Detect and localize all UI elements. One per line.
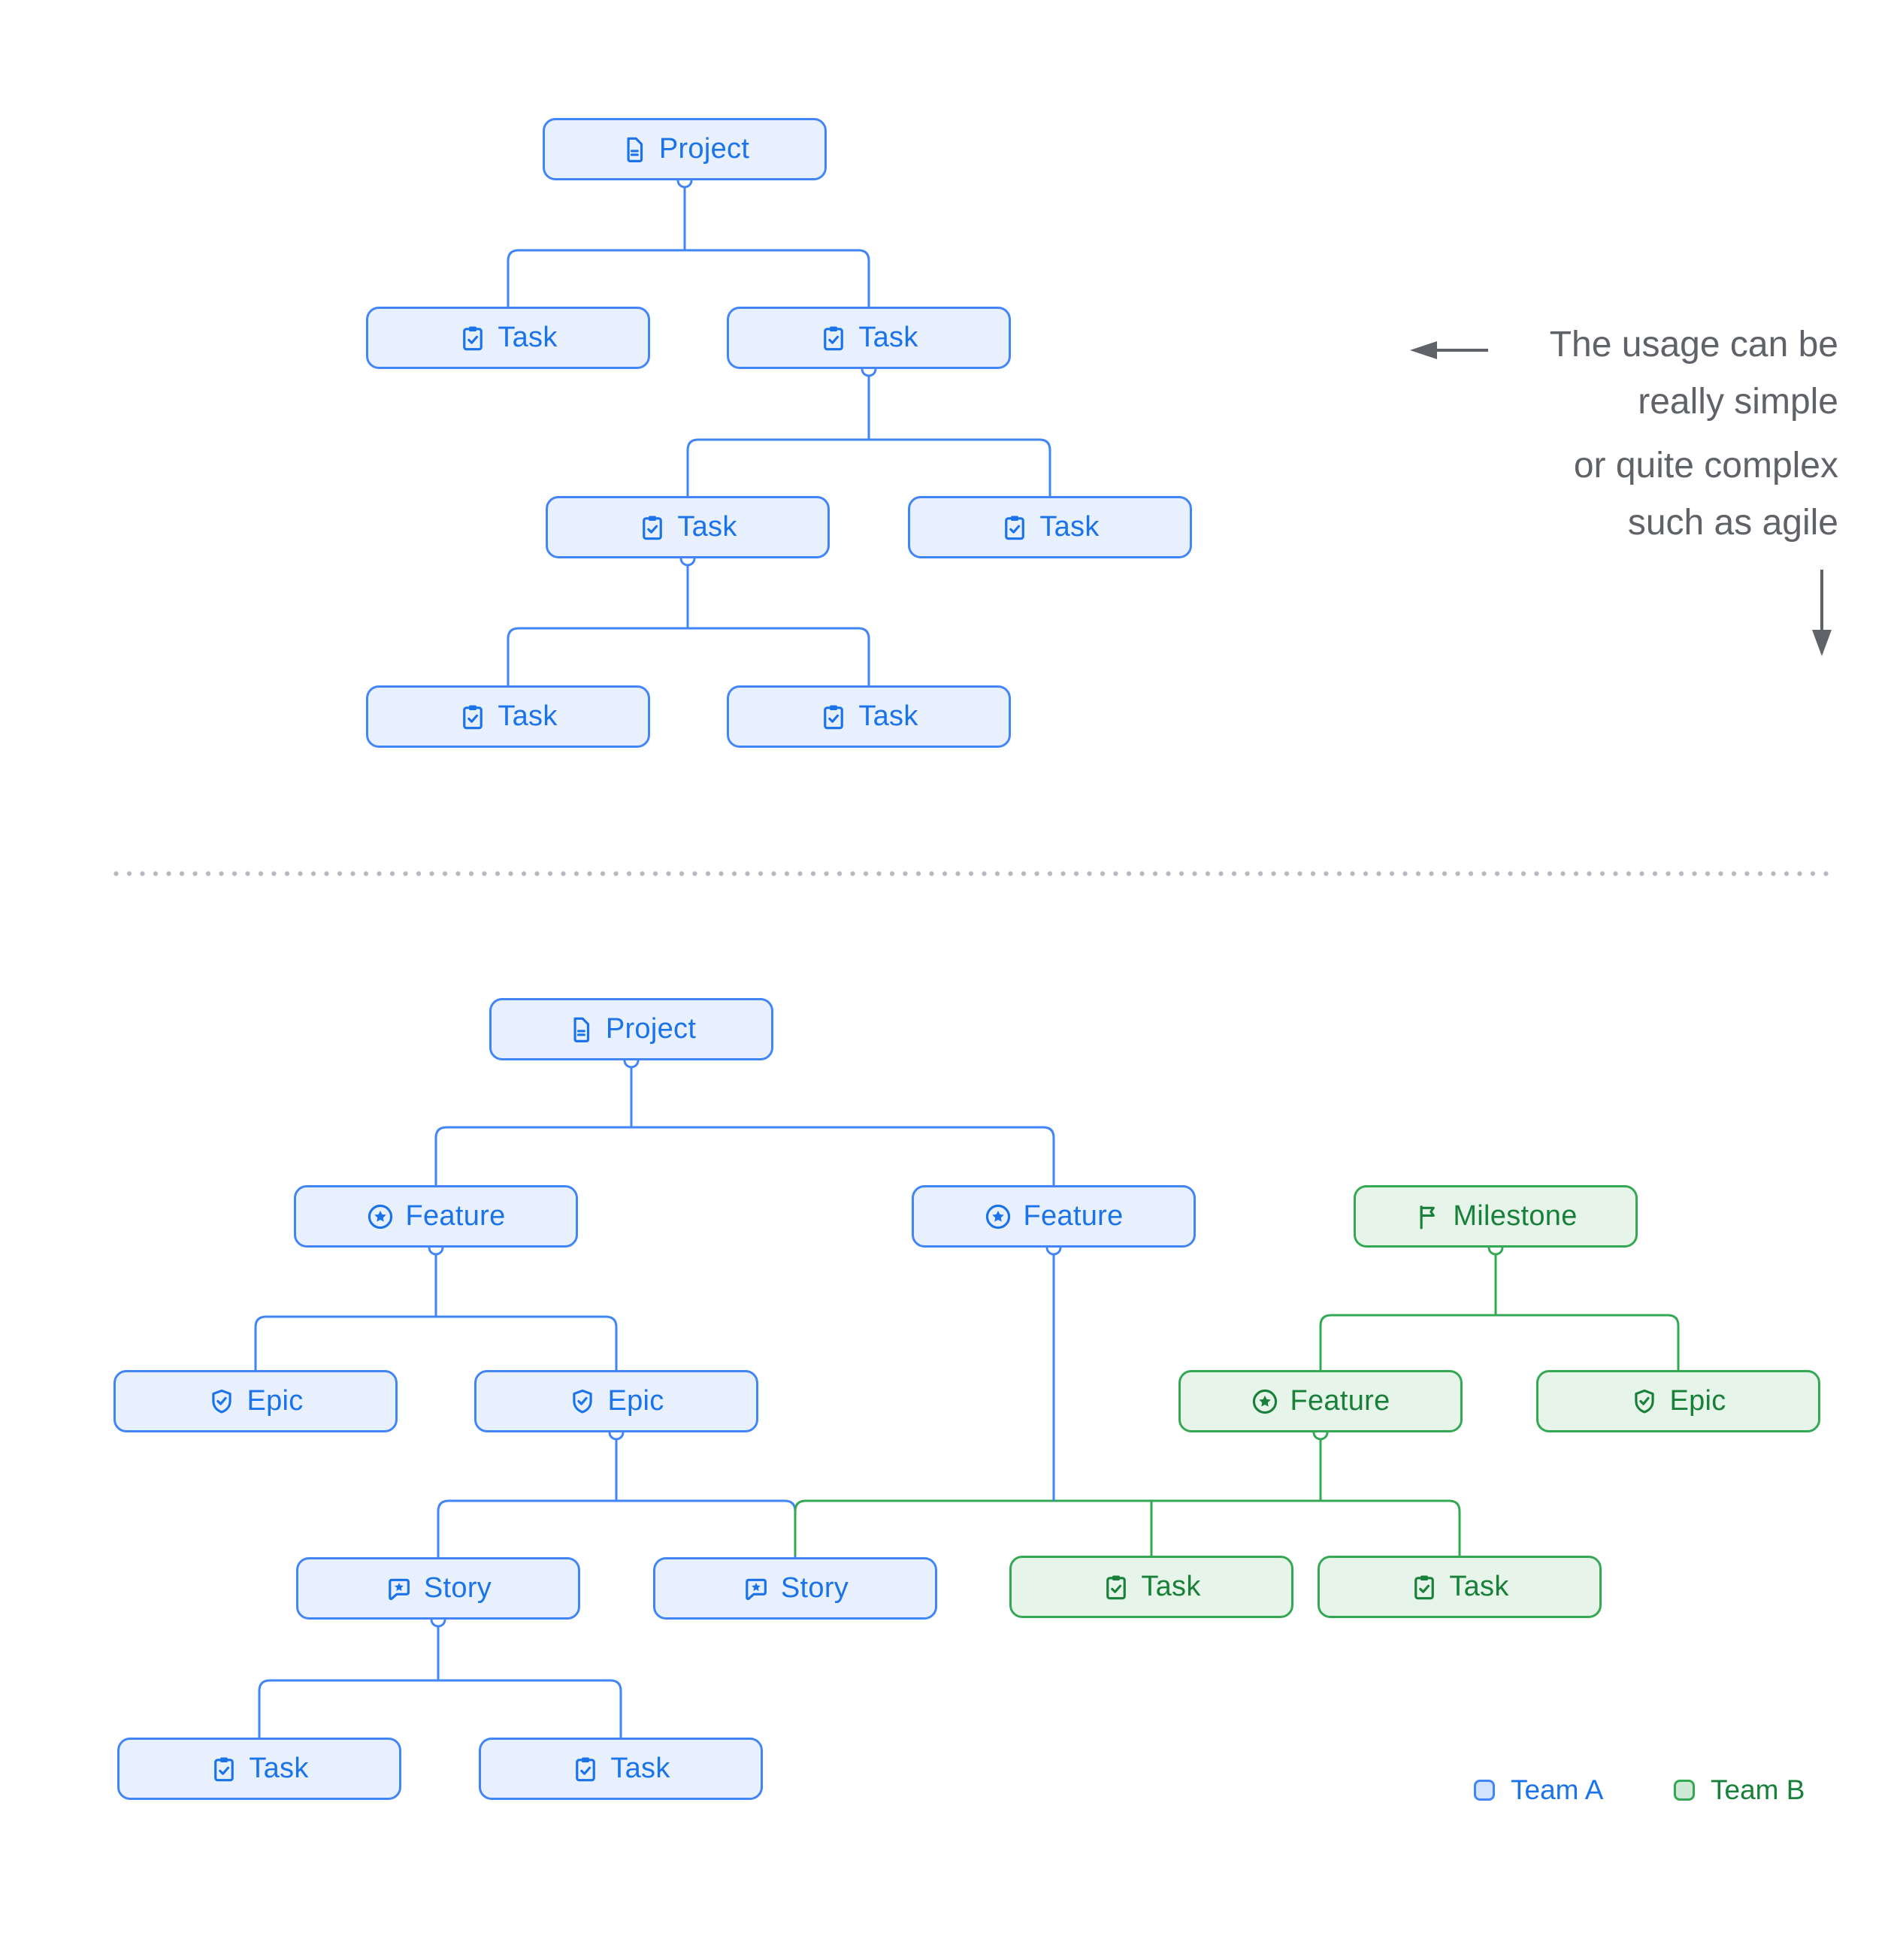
node-complex-agile-hierarchy-feature-2: Feature <box>912 1185 1196 1248</box>
clipboard-check-icon <box>1000 513 1029 542</box>
document-icon <box>567 1015 595 1044</box>
legend-label: Team A <box>1511 1774 1604 1805</box>
node-complex-agile-hierarchy-task-b2: Task <box>1318 1556 1602 1618</box>
node-label: Feature <box>1023 1200 1124 1232</box>
node-simple-hierarchy-task-2: Task <box>727 307 1011 369</box>
annotation-paragraph-2: or quite complex such as agile <box>1550 437 1838 552</box>
node-simple-hierarchy-project: Project <box>543 118 827 180</box>
node-label: Task <box>498 700 558 732</box>
node-label: Feature <box>405 1200 506 1232</box>
node-label: Task <box>610 1753 670 1784</box>
node-label: Feature <box>1290 1385 1390 1417</box>
annotation-line: really simple <box>1638 382 1838 422</box>
legend-item-team-a: Team A <box>1474 1774 1603 1807</box>
star-circle-icon <box>1251 1387 1279 1416</box>
clipboard-check-icon <box>210 1755 238 1783</box>
node-label: Task <box>858 700 918 732</box>
annotation-paragraph-1: The usage can be really simple <box>1550 316 1838 431</box>
dotted-divider <box>113 870 1835 877</box>
connector-line <box>258 1679 622 1738</box>
node-complex-agile-hierarchy-project: Project <box>489 998 773 1060</box>
left-arrow-icon <box>1410 341 1488 359</box>
node-simple-hierarchy-task-6: Task <box>727 685 1011 748</box>
node-label: Project <box>605 1013 697 1045</box>
connector-line <box>686 438 1051 496</box>
shield-check-icon <box>1630 1387 1659 1416</box>
clipboard-check-icon <box>819 703 848 731</box>
shield-check-icon <box>207 1387 236 1416</box>
node-simple-hierarchy-task-1: Task <box>366 307 650 369</box>
node-complex-agile-hierarchy-milestone: Milestone <box>1354 1185 1638 1248</box>
node-label: Task <box>1039 511 1100 543</box>
story-bubble-icon <box>742 1574 770 1603</box>
node-simple-hierarchy-task-5: Task <box>366 685 650 748</box>
node-complex-agile-hierarchy-task-2: Task <box>479 1738 763 1800</box>
node-simple-hierarchy-task-3: Task <box>546 496 830 558</box>
star-circle-icon <box>984 1202 1012 1231</box>
node-complex-agile-hierarchy-task-1: Task <box>117 1738 401 1800</box>
node-label: Epic <box>1669 1385 1726 1417</box>
node-complex-agile-hierarchy-story-1: Story <box>296 1557 580 1620</box>
node-label: Task <box>498 322 558 353</box>
node-label: Milestone <box>1453 1200 1578 1232</box>
clipboard-check-icon <box>1102 1573 1130 1602</box>
node-complex-agile-hierarchy-story-2: Story <box>653 1557 937 1620</box>
clipboard-check-icon <box>571 1755 600 1783</box>
annotation-text: The usage can be really simple or quite c… <box>1550 316 1838 552</box>
team-b-swatch <box>1674 1780 1695 1801</box>
node-label: Task <box>1449 1571 1509 1602</box>
node-label: Task <box>249 1753 309 1784</box>
team-a-swatch <box>1474 1780 1495 1801</box>
node-label: Project <box>658 133 750 165</box>
document-icon <box>620 135 649 164</box>
clipboard-check-icon <box>1410 1573 1439 1602</box>
connector-line <box>507 627 870 685</box>
connector-line <box>434 1126 1055 1185</box>
legend-item-team-b: Team B <box>1674 1774 1805 1807</box>
node-complex-agile-hierarchy-epic-1: Epic <box>113 1370 398 1432</box>
node-label: Epic <box>607 1385 664 1417</box>
node-label: Story <box>423 1572 492 1604</box>
flag-icon <box>1414 1202 1442 1231</box>
connector-line <box>507 249 870 307</box>
node-label: Task <box>858 322 918 353</box>
node-complex-agile-hierarchy-epic-3: Epic <box>1536 1370 1820 1432</box>
clipboard-check-icon <box>638 513 667 542</box>
node-complex-agile-hierarchy-epic-2: Epic <box>474 1370 758 1432</box>
story-bubble-icon <box>385 1574 413 1603</box>
annotation-line: The usage can be <box>1549 325 1838 364</box>
connector-line <box>437 1499 797 1557</box>
node-label: Task <box>1141 1571 1201 1602</box>
clipboard-check-icon <box>458 324 487 352</box>
clipboard-check-icon <box>819 324 848 352</box>
node-label: Epic <box>247 1385 304 1417</box>
node-complex-agile-hierarchy-feature-1: Feature <box>294 1185 578 1248</box>
annotation-line: or quite complex <box>1573 446 1838 485</box>
connector-line <box>1319 1314 1680 1370</box>
node-complex-agile-hierarchy-feature-3: Feature <box>1178 1370 1463 1432</box>
node-simple-hierarchy-task-4: Task <box>908 496 1192 558</box>
star-circle-icon <box>366 1202 395 1231</box>
connector-line <box>794 1499 1461 1556</box>
connector-line <box>254 1315 618 1370</box>
node-label: Story <box>780 1572 849 1604</box>
node-label: Task <box>677 511 737 543</box>
annotation-line: such as agile <box>1627 503 1838 543</box>
node-complex-agile-hierarchy-task-b1: Task <box>1009 1556 1293 1618</box>
legend-label: Team B <box>1711 1774 1805 1805</box>
clipboard-check-icon <box>458 703 487 731</box>
shield-check-icon <box>568 1387 597 1416</box>
down-arrow-icon <box>1812 570 1832 656</box>
